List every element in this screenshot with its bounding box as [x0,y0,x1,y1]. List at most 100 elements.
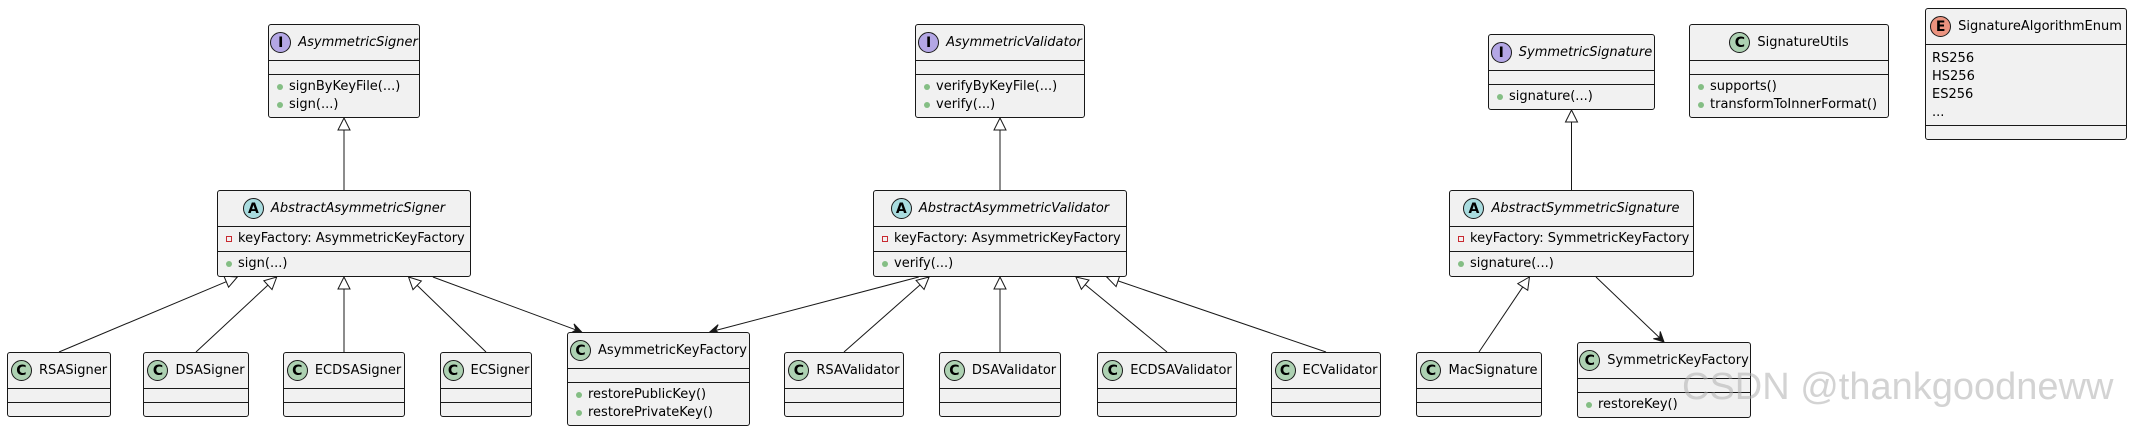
method-text: transformToInnerFormat() [1710,97,1878,112]
method-text: restorePublicKey() [588,387,707,402]
class-attribute: keyFactory: SymmetricKeyFactory [1456,230,1689,248]
method-text: restoreKey() [1598,397,1678,412]
class-name: AsymmetricKeyFactory [598,343,747,358]
method-text: supports() [1710,79,1777,94]
stereotype-icon: C [1579,350,1601,371]
inheritance-edge [416,284,487,353]
class-method: verifyByKeyFile(...) [922,78,1078,96]
stereotype-icon: I [918,32,940,53]
class-method: restorePrivateKey() [574,404,743,422]
class-name: AbstractAsymmetricValidator [918,201,1110,216]
attribute-section [1417,388,1541,402]
class-name: ECValidator [1302,363,1378,378]
stereotype-icon: I [270,32,292,53]
class-attribute: keyFactory: AsymmetricKeyFactory [224,230,465,248]
public-visibility-icon [277,102,283,108]
enum-value: HS256 [1932,69,1975,84]
attribute-section [144,388,248,402]
method-section: restoreKey() [1578,392,1750,417]
class-name: ECDSASigner [314,363,402,378]
enum-empty-section [1926,125,2126,139]
method-section [1417,402,1541,416]
attribute-section [441,388,531,402]
method-section: verifyByKeyFile(...)verify(...) [916,74,1084,117]
private-visibility-icon [882,236,888,242]
class-name: AbstractAsymmetricSigner [270,201,446,216]
public-visibility-icon [1497,94,1503,100]
method-section [441,402,531,416]
private-visibility-icon [226,236,232,242]
stereotype-icon: C [442,360,464,381]
association-edge [1595,276,1663,341]
public-visibility-icon [1698,102,1704,108]
attribute-section [269,60,419,74]
attribute-section [568,368,749,382]
inheritance-arrowhead [1075,276,1090,291]
abstract-asymmetric-validator[interactable]: A AbstractAsymmetricValidator keyFactory: … [873,190,1127,277]
stereotype-icon: A [890,198,912,219]
stereotype-icon: I [1490,42,1512,63]
public-visibility-icon [277,84,283,90]
class-ec-validator[interactable]: C ECValidator [1271,352,1381,417]
attribute-section [916,60,1084,74]
class-name: AbstractSymmetricSignature [1491,201,1680,216]
method-text: verify(...) [894,256,954,271]
attribute-text: keyFactory: AsymmetricKeyFactory [238,231,465,246]
attribute-section: keyFactory: AsymmetricKeyFactory [874,226,1126,251]
class-header: C ECSigner [441,353,531,388]
class-method: sign(...) [275,96,413,114]
class-name: RSASigner [38,363,108,378]
interface-symmetric-signature[interactable]: I SymmetricSignature signature(...) [1488,34,1655,110]
public-visibility-icon [1698,84,1704,90]
public-visibility-icon [1586,402,1592,408]
class-header: C ECDSASigner [284,353,404,388]
stereotype-icon: C [286,360,308,381]
association-edge [432,276,580,332]
private-visibility-icon [1458,236,1464,242]
inheritance-edge [1084,284,1168,353]
attribute-section [1578,378,1750,392]
public-visibility-icon [226,261,232,267]
class-method: signature(...) [1495,88,1648,106]
method-text: restorePrivateKey() [588,405,713,420]
method-text: signByKeyFile(...) [289,79,401,94]
stereotype-icon: C [1420,360,1442,381]
class-ecdsa-signer[interactable]: C ECDSASigner [283,352,405,417]
class-name: SymmetricSignature [1518,45,1653,60]
method-section [1272,402,1380,416]
stereotype-icon: C [1274,360,1296,381]
attribute-section [8,388,110,402]
method-section: sign(...) [218,251,470,276]
inheritance-arrowhead [337,275,351,290]
class-header: I AsymmetricValidator [916,25,1084,60]
class-ec-signer[interactable]: C ECSigner [440,352,532,417]
class-name: DSASigner [175,363,245,378]
stereotype-icon: C [1102,360,1124,381]
class-name: AsymmetricValidator [946,35,1082,50]
association-edge [711,276,919,332]
method-section: verify(...) [874,251,1126,276]
method-section: signature(...) [1450,251,1693,276]
class-name: ECSigner [470,363,530,378]
method-text: sign(...) [289,97,339,112]
method-section [940,402,1060,416]
interface-asymmetric-validator[interactable]: I AsymmetricValidator verifyByKeyFile(...)… [915,24,1085,118]
method-text: signature(...) [1509,89,1593,104]
